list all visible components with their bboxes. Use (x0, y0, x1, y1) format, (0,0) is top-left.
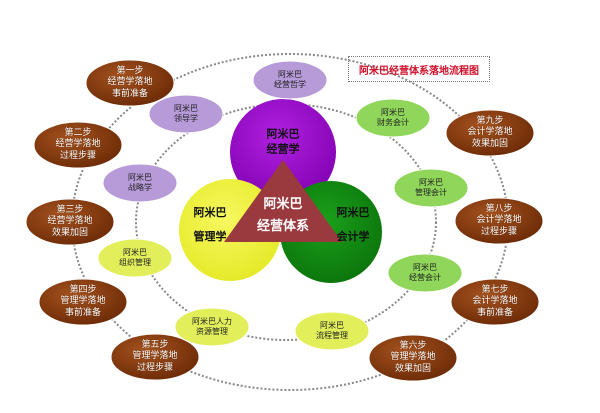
inner-node-line: 战略学 (128, 183, 152, 192)
steps-node-line: 管理学落地 (132, 351, 178, 362)
inner-node-shape (148, 94, 224, 134)
steps-node-shape (33, 121, 123, 169)
steps-node-line: 第六步 (399, 341, 427, 352)
steps-node-line: 经营学落地 (107, 77, 153, 88)
steps-node-line: 第一步 (116, 66, 144, 77)
inner-node-shape (387, 253, 463, 293)
inner-node-shape (393, 168, 469, 208)
core-circle-top (230, 99, 336, 205)
inner-node-shape (294, 311, 370, 351)
inner-node-label: 阿米巴经营会计 (409, 263, 441, 283)
core-right-line: 会计学 (336, 230, 370, 243)
inner-node-line: 阿米巴 (174, 104, 198, 113)
steps-node-line: 事前准备 (111, 88, 149, 99)
inner-node-line: 阿米巴 (278, 70, 302, 79)
steps-node-line: 过程步骤 (480, 226, 518, 237)
inner-node-line: 阿米巴 (381, 108, 405, 117)
inner-node-label: 阿米巴战略学 (128, 173, 152, 193)
core-center-label: 阿米巴经营体系 (257, 194, 309, 238)
steps-node-label: 第四步管理学落地事前准备 (60, 285, 105, 319)
inner-node-label: 阿米巴管理会计 (415, 178, 447, 198)
steps-node-shape (454, 197, 544, 245)
steps-node-line: 事前准备 (64, 307, 102, 318)
inner-node-line: 阿米巴 (413, 263, 437, 272)
diagram-title: 阿米巴经营体系落地流程图 (348, 56, 490, 82)
steps-node-line: 管理学落地 (60, 296, 106, 307)
core-top-line: 阿米巴 (266, 127, 300, 141)
inner-node-line: 经营会计 (409, 273, 441, 282)
steps-node-shape (445, 109, 535, 157)
steps-node-label: 第九步会计学落地效果加固 (467, 116, 512, 150)
core-top-line: 经营学 (266, 143, 300, 156)
inner-node-line: 组织管理 (119, 258, 151, 267)
inner-node-label: 阿米巴组织管理 (119, 248, 151, 268)
steps-node-label: 第二步经营学落地过程步骤 (55, 128, 100, 162)
steps-node-line: 第二步 (64, 128, 92, 139)
inner-node-shape (355, 98, 431, 138)
steps-node-label: 第三步经营学落地效果加固 (47, 205, 92, 239)
steps-node-shape (85, 59, 175, 107)
inner-node-line: 阿米巴 (128, 173, 152, 182)
inner-node-label: 阿米巴人力资源管理 (192, 317, 232, 337)
core-top-label: 阿米巴经营学 (267, 127, 300, 158)
inner-node-label: 阿米巴财务会计 (377, 108, 409, 128)
core-left-label: 阿米巴管理学 (194, 201, 227, 249)
inner-node-line: 阿米巴 (123, 248, 147, 257)
inner-node-line: 阿米巴人力 (192, 317, 232, 326)
steps-node-shape (38, 278, 128, 326)
inner-node-label: 阿米巴经营哲学 (274, 70, 306, 90)
steps-node-label: 第七步会计学落地事前准备 (472, 285, 517, 319)
steps-node-line: 过程步骤 (136, 362, 174, 373)
inner-node-shape (174, 307, 250, 347)
steps-node-line: 第五步 (141, 340, 169, 351)
steps-node-line: 管理学落地 (390, 352, 436, 363)
inner-node-line: 阿米巴 (419, 178, 443, 187)
inner-node-shape (102, 163, 178, 203)
steps-node-line: 第八步 (485, 204, 513, 215)
inner-node-line: 流程管理 (316, 331, 348, 340)
steps-node-label: 第八步会计学落地过程步骤 (476, 204, 521, 238)
steps-node-line: 会计学落地 (467, 127, 513, 138)
steps-node-label: 第五步管理学落地过程步骤 (132, 340, 177, 374)
core-triangle (224, 160, 342, 242)
core-left-line: 管理学 (193, 230, 227, 243)
core-right-line: 阿米巴 (336, 205, 370, 219)
steps-node-line: 会计学落地 (476, 215, 522, 226)
steps-node-line: 效果加固 (471, 138, 509, 149)
inner-node-line: 管理会计 (415, 188, 447, 197)
inner-node-shape (97, 238, 173, 278)
core-center-line: 经营体系 (256, 219, 310, 234)
steps-node-shape (450, 278, 540, 326)
steps-node-label: 第一步经营学落地事前准备 (107, 66, 152, 100)
inner-node-line: 经营哲学 (274, 80, 306, 89)
inner-node-shape (252, 60, 328, 100)
steps-node-line: 事前准备 (476, 307, 514, 318)
steps-node-line: 第七步 (481, 285, 509, 296)
core-center-line: 阿米巴 (263, 196, 303, 212)
steps-node-shape (368, 334, 458, 382)
inner-node-line: 资源管理 (196, 327, 228, 336)
core-left-line: 阿米巴 (193, 205, 227, 219)
steps-node-line: 第三步 (56, 205, 84, 216)
inner-node-label: 阿米巴流程管理 (316, 321, 348, 341)
steps-node-line: 经营学落地 (55, 139, 101, 150)
inner-node-line: 财务会计 (377, 118, 409, 127)
inner-node-line: 阿米巴 (320, 321, 344, 330)
steps-node-line: 第四步 (69, 285, 97, 296)
steps-node-line: 效果加固 (394, 363, 432, 374)
inner-node-label: 阿米巴领导学 (174, 104, 198, 124)
steps-node-line: 第九步 (476, 116, 504, 127)
steps-node-line: 效果加固 (51, 227, 89, 238)
inner-node-line: 领导学 (174, 114, 198, 123)
steps-node-label: 第六步管理学落地效果加固 (390, 341, 435, 375)
core-right-label: 阿米巴会计学 (337, 201, 370, 249)
steps-node-shape (110, 333, 200, 381)
steps-node-line: 会计学落地 (472, 296, 518, 307)
steps-node-line: 过程步骤 (59, 150, 97, 161)
steps-node-line: 经营学落地 (47, 216, 93, 227)
steps-node-shape (25, 198, 115, 246)
